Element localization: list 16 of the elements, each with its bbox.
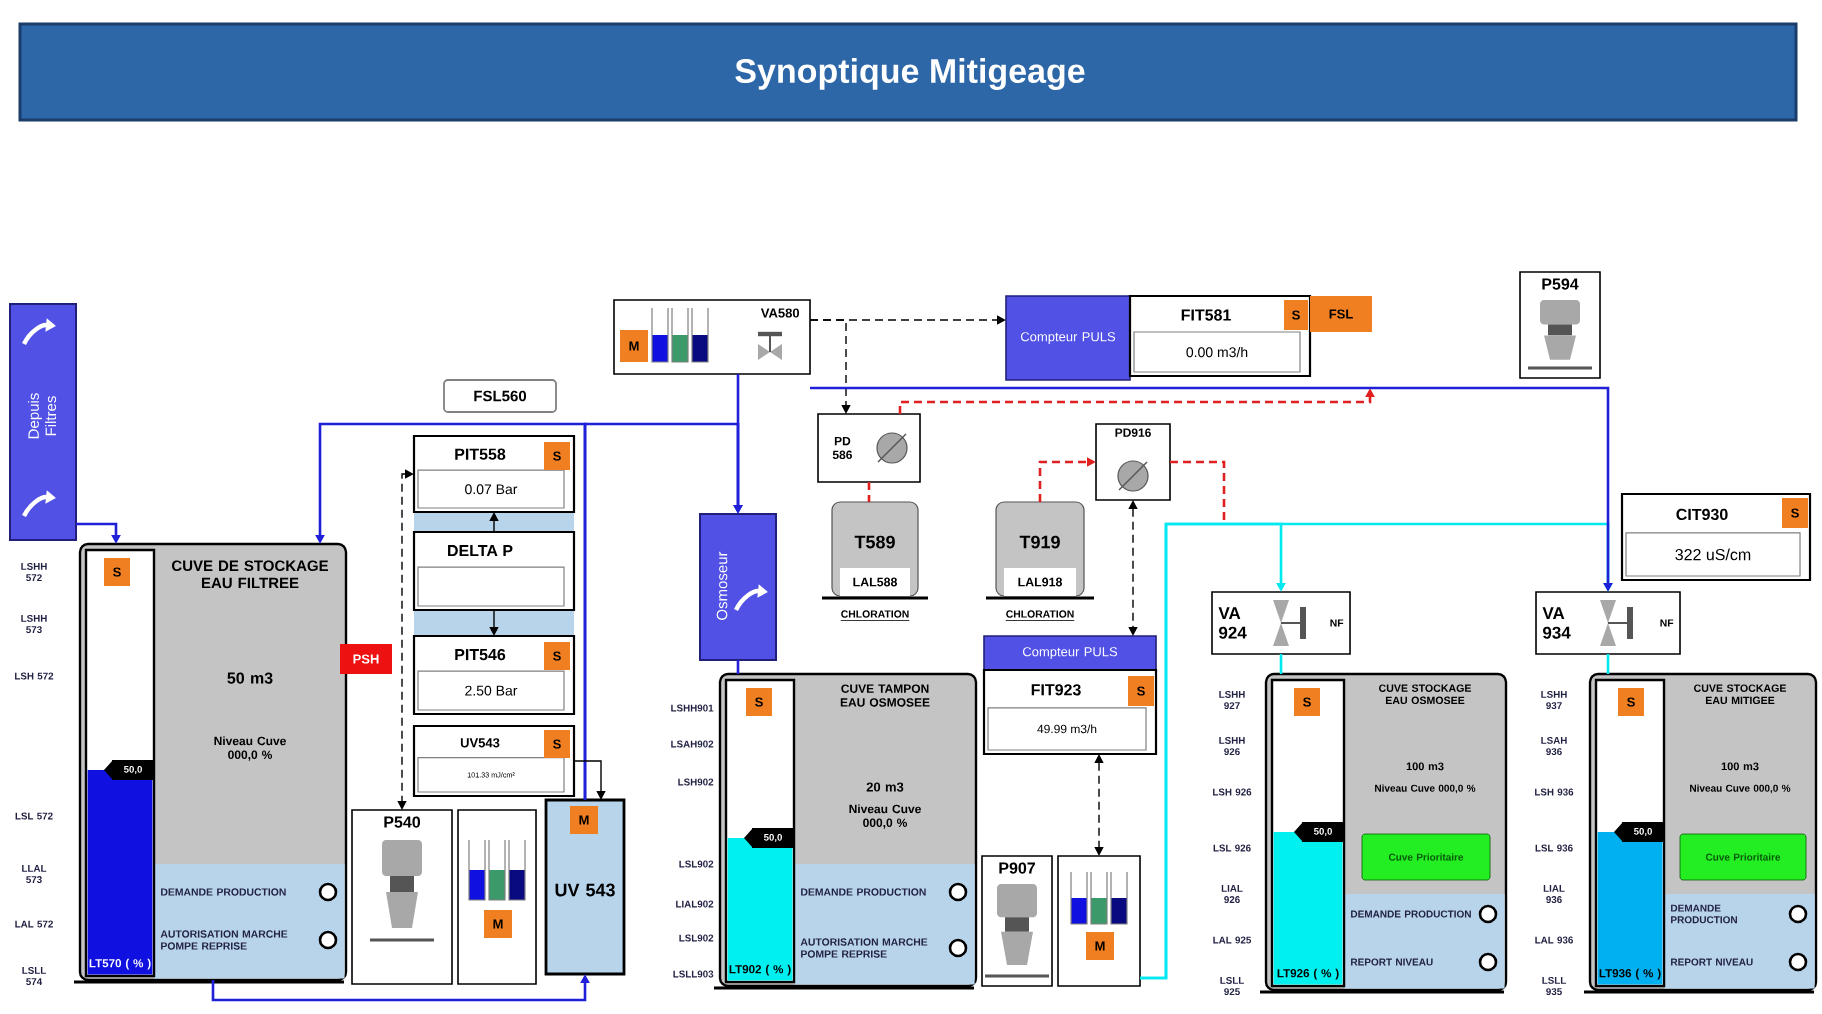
signal-line — [1128, 500, 1138, 636]
pipe — [1279, 654, 1283, 674]
pipe — [583, 422, 743, 800]
dosing-line — [867, 482, 871, 502]
signal-line — [1094, 754, 1104, 856]
pipe — [736, 660, 740, 674]
signal-line — [397, 469, 414, 810]
signal-line — [809, 319, 851, 414]
title-bar: Synoptique Mitigeage — [18, 22, 1798, 122]
instrument-box: DELTA P — [412, 530, 576, 612]
arrow — [573, 760, 606, 800]
arrow — [489, 609, 499, 636]
arrow — [489, 512, 499, 533]
dosing-line — [1170, 460, 1226, 524]
pipe — [1606, 654, 1610, 674]
pipe — [1140, 522, 1613, 980]
